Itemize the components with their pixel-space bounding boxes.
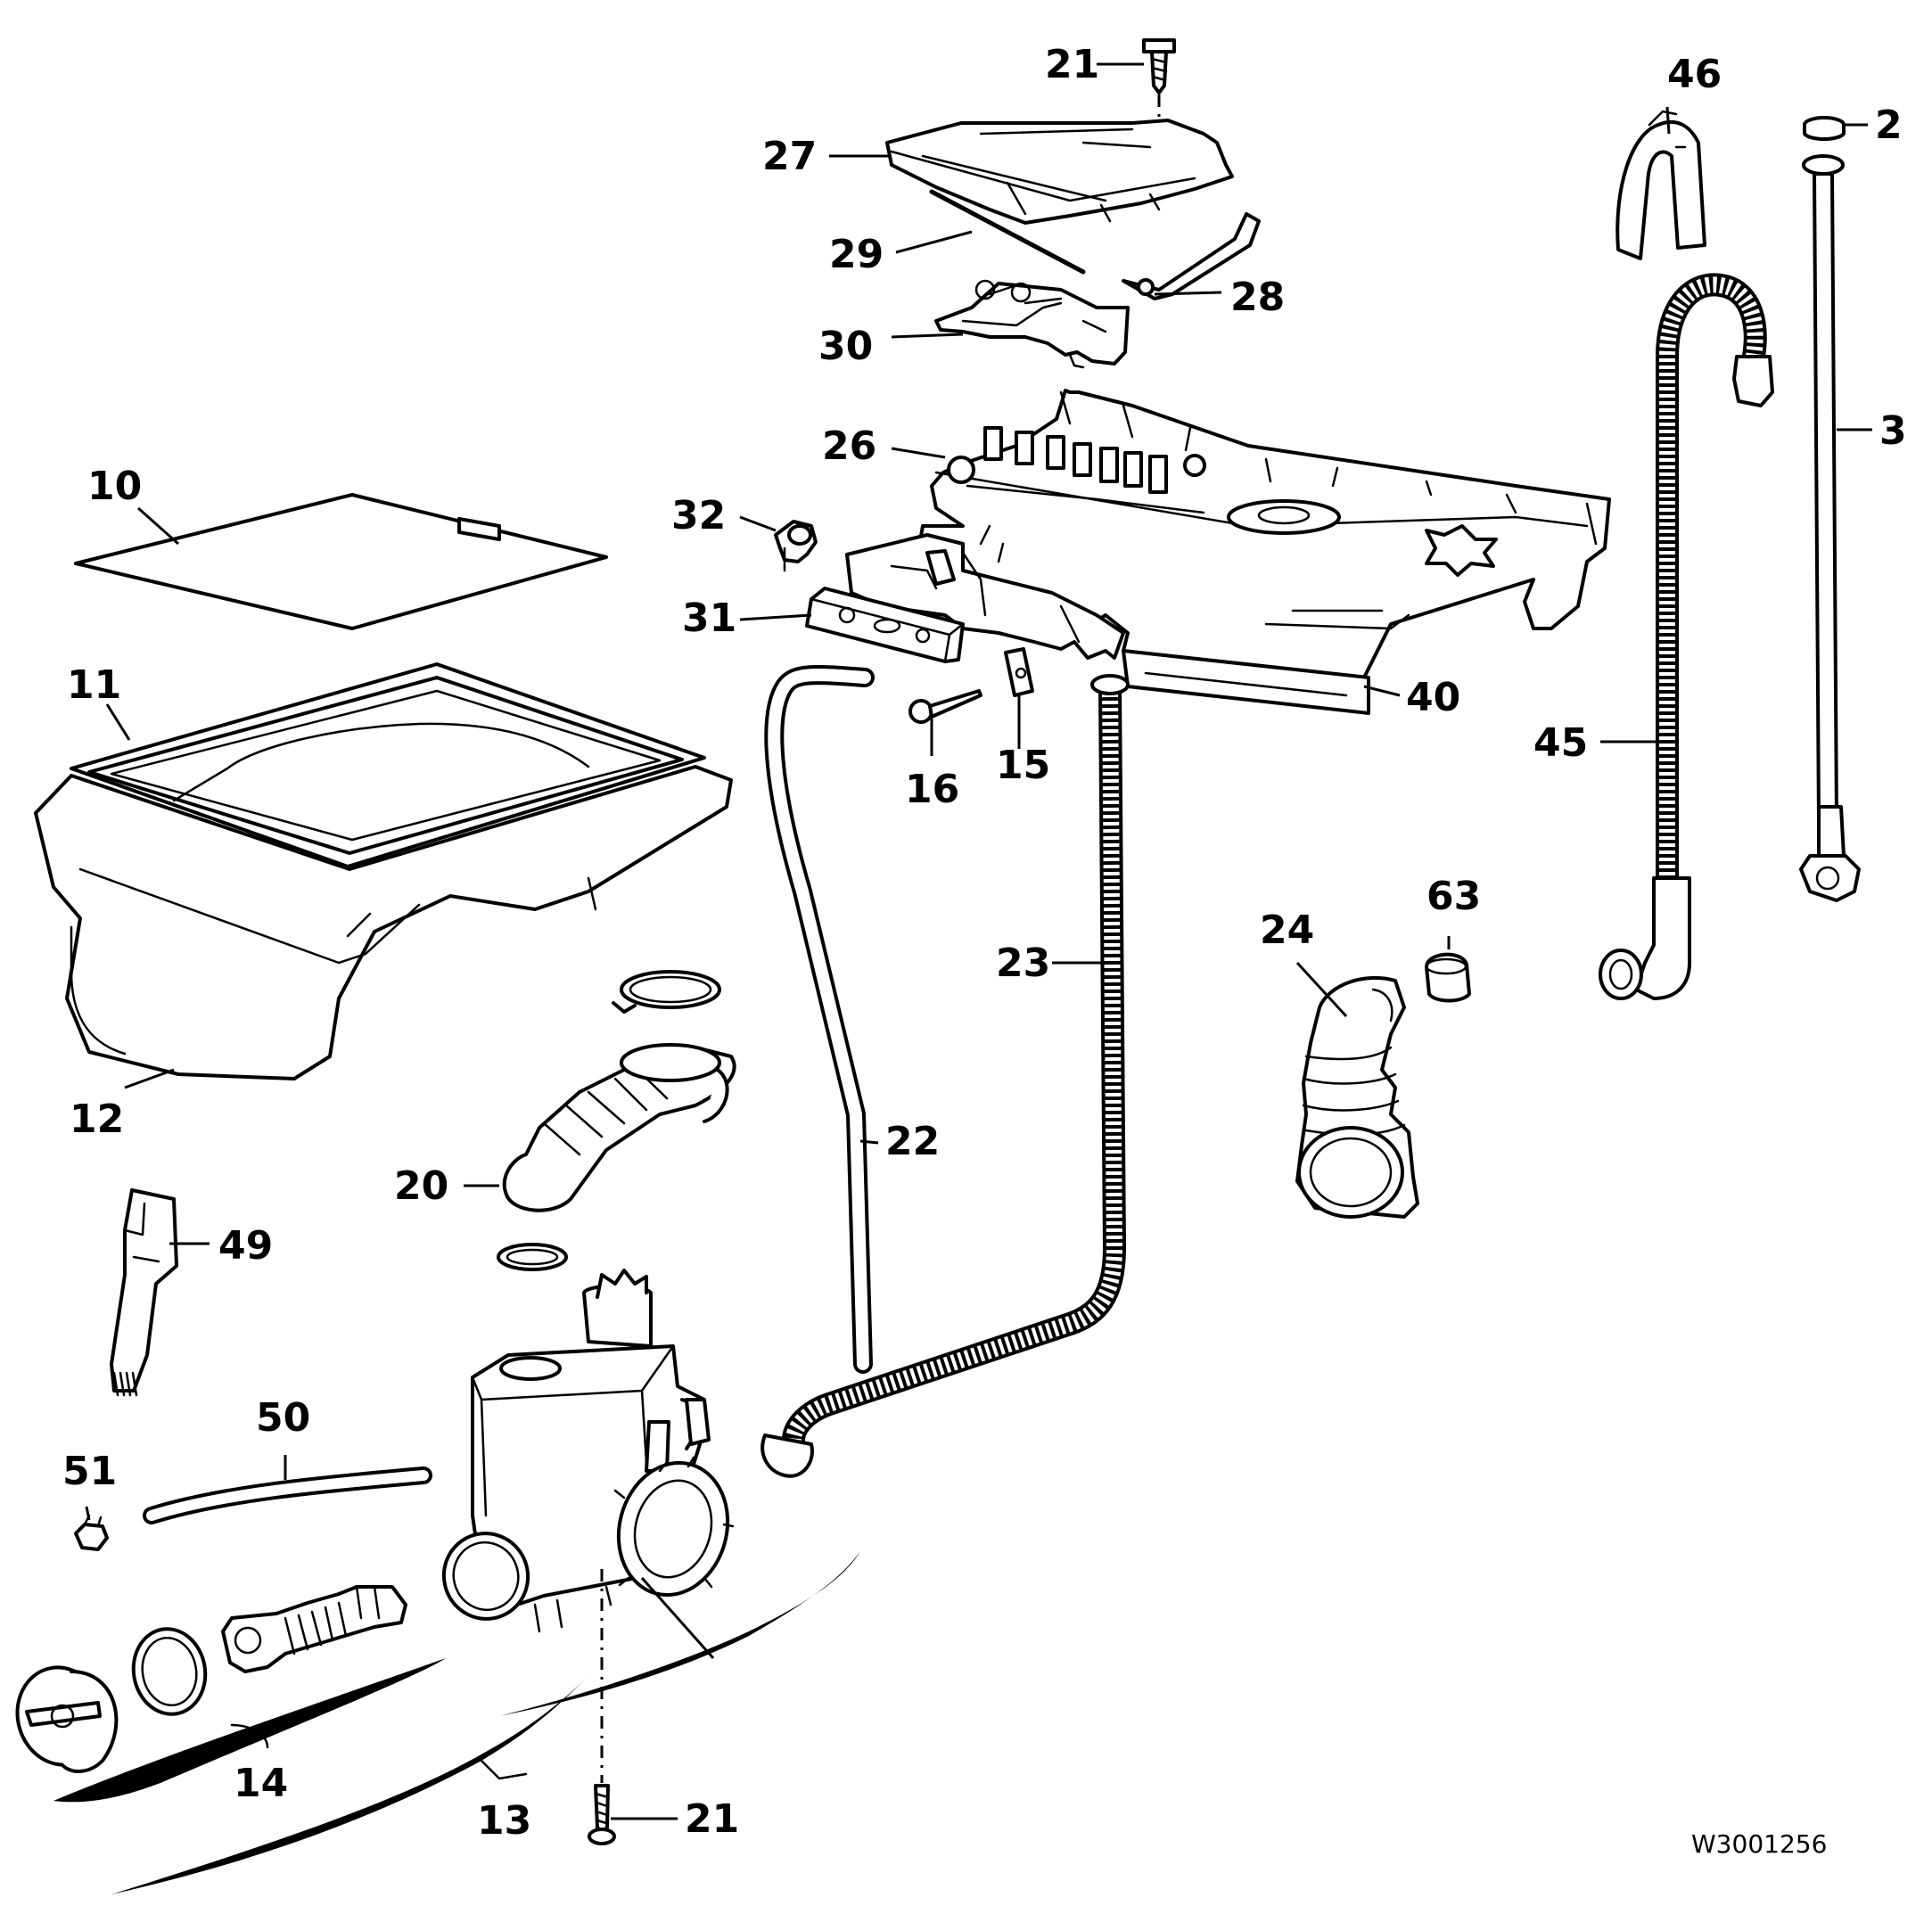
- callout-2: 2: [1875, 103, 1903, 148]
- filter-assembly-part: [15, 1585, 407, 1773]
- gasket-ring-part: [70, 662, 706, 868]
- callout-labels: 21 27 29 28 30 26 32 31 16 15 40 46 2 3 …: [62, 42, 1907, 1859]
- rod-part: [929, 189, 1086, 275]
- callout-63: 63: [1426, 874, 1481, 919]
- callout-28: 28: [1230, 275, 1285, 320]
- hose-guide-part: [1615, 110, 1706, 260]
- top-cover-part: [885, 119, 1234, 225]
- drawing-code: W3001256: [1691, 1829, 1827, 1859]
- callout-32: 32: [671, 493, 726, 538]
- cap-part: [1803, 116, 1846, 141]
- pin-part: [908, 689, 982, 724]
- callout-40: 40: [1406, 675, 1460, 720]
- callout-50: 50: [256, 1395, 310, 1441]
- callout-13: 13: [477, 1798, 531, 1844]
- pump-housing-part: [441, 1269, 735, 1633]
- callout-24: 24: [1260, 908, 1314, 953]
- callout-49: 49: [218, 1223, 273, 1269]
- corrugated-hose-part: [760, 674, 1130, 1478]
- callout-31: 31: [682, 596, 736, 641]
- callout-29: 29: [829, 232, 884, 277]
- callout-22: 22: [885, 1119, 940, 1164]
- sump-hose-part: [497, 970, 736, 1271]
- switch-strip-part: [805, 587, 965, 663]
- lid-part: [74, 493, 608, 630]
- leader-lines: [85, 62, 1872, 1820]
- callout-16: 16: [905, 767, 959, 812]
- hose-part: [764, 665, 875, 1374]
- callout-45: 45: [1533, 720, 1588, 766]
- callout-21-top: 21: [1045, 42, 1099, 87]
- callout-46: 46: [1667, 52, 1722, 97]
- callout-11: 11: [67, 662, 121, 708]
- clip-part: [1004, 647, 1034, 697]
- callout-3: 3: [1879, 408, 1907, 454]
- screw-top-part: [1142, 38, 1176, 134]
- tub-seal-part: [34, 765, 733, 1080]
- callout-21-bottom: 21: [685, 1796, 739, 1842]
- callout-51: 51: [62, 1449, 117, 1494]
- callout-15: 15: [996, 743, 1050, 788]
- bracket-assembly-part: [934, 279, 1130, 369]
- bellows-hose-part: [1295, 975, 1419, 1219]
- callout-10: 10: [87, 464, 142, 509]
- callout-20: 20: [394, 1163, 448, 1209]
- callout-14: 14: [234, 1761, 288, 1806]
- bushing-part: [774, 520, 818, 572]
- inlet-hose-part: [1799, 154, 1861, 902]
- callout-26: 26: [822, 423, 876, 469]
- callout-30: 30: [818, 324, 873, 369]
- lever-rod-part: [1122, 212, 1261, 300]
- tube-part: [143, 1466, 432, 1524]
- small-valve-part: [74, 1514, 109, 1551]
- top-housing-part: [845, 389, 1611, 715]
- callout-12: 12: [70, 1097, 124, 1142]
- screw-bottom-part: [588, 1569, 616, 1845]
- brush-part: [110, 1188, 178, 1397]
- brace-swooshes: [53, 1551, 860, 1894]
- callout-23: 23: [996, 941, 1050, 986]
- callout-27: 27: [762, 134, 817, 179]
- small-cap-part: [1425, 952, 1471, 1003]
- drain-hose-part: [1599, 273, 1774, 1000]
